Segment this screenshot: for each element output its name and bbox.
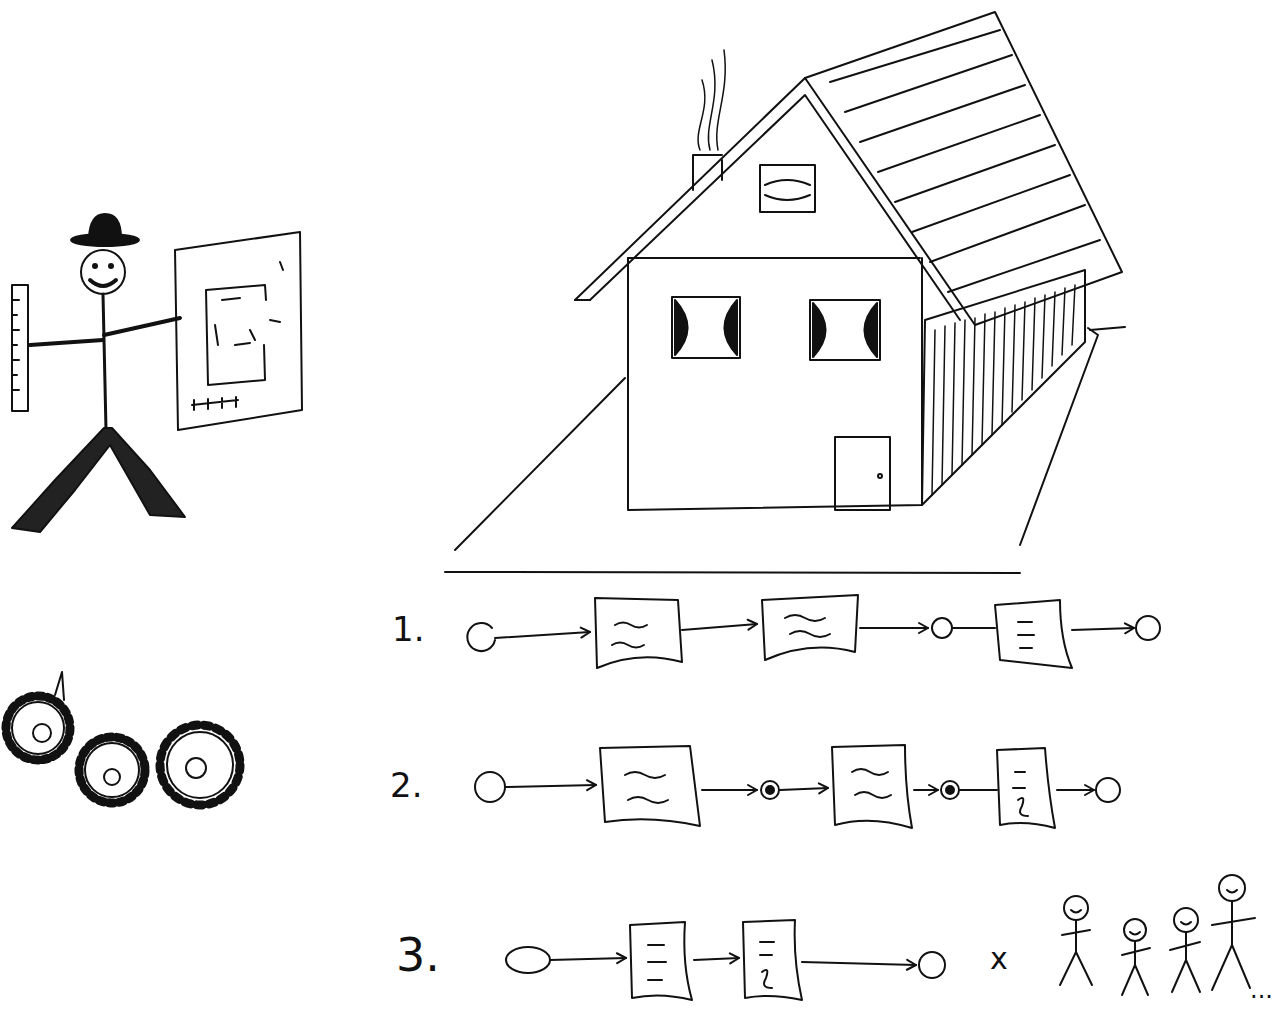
architect-figure [12,214,302,532]
workflow-row [506,920,945,1000]
workflow-row [467,595,1160,668]
annotation-text: ... [1250,978,1273,1002]
step-number: 3. [396,932,440,978]
annotation-text: x [990,944,1008,974]
gear-icons [6,672,240,805]
step-number: 1. [392,612,424,646]
people-figures [1060,875,1255,995]
house-illustration [445,12,1125,573]
step-number: 2. [390,768,422,802]
workflow-row [475,745,1120,828]
